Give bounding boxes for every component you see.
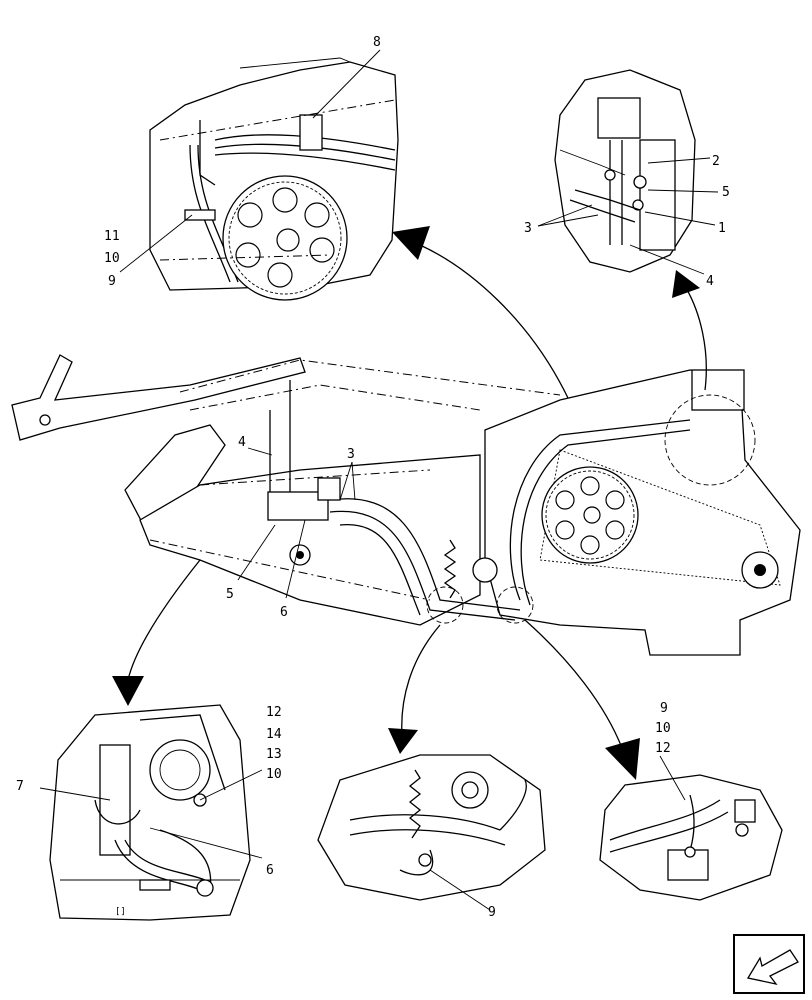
- callout-12-bottom-right: 12: [655, 741, 671, 756]
- callout-2-top-right: 2: [712, 154, 720, 169]
- callout-4-top-right: 4: [706, 274, 714, 289]
- callout-7-bottom-left: 7: [16, 779, 24, 794]
- callout-10-bottom-left: 10: [266, 767, 282, 782]
- callout-14-bottom-left: 14: [266, 727, 282, 742]
- callout-10-bottom-right: 10: [655, 721, 671, 736]
- callout-4-main: 4: [238, 435, 246, 450]
- detail-view-top-right: [537, 69, 719, 275]
- callout-8-top-left: 8: [373, 35, 381, 50]
- callout-9-top-left: 9: [108, 274, 116, 289]
- detail-view-bottom-center: [317, 754, 546, 911]
- callout-3-top-right: 3: [524, 221, 532, 236]
- callout-5-top-right: 5: [722, 185, 730, 200]
- callout-1-top-right: 1: [718, 221, 726, 236]
- detail-arrows: [112, 226, 707, 780]
- callout-13-bottom-left: 13: [266, 747, 282, 762]
- callout-9-bottom-right: 9: [660, 701, 668, 716]
- detail-view-bottom-right: [599, 755, 783, 901]
- detail-view-top-left: [119, 49, 399, 301]
- callout-9-bottom-center: 9: [488, 905, 496, 920]
- callout-3-main: 3: [347, 447, 355, 462]
- callout-6-bottom-left: 6: [266, 863, 274, 878]
- callout-12-bottom-left: 12: [266, 705, 282, 720]
- callout-5-main: 5: [226, 587, 234, 602]
- callout-10-top-left: 10: [104, 251, 120, 266]
- callout-11-top-left: 11: [104, 229, 120, 244]
- callout-6-main: 6: [280, 605, 288, 620]
- detail-view-bottom-left: [39, 704, 263, 921]
- exit-arrow-icon[interactable]: [733, 934, 805, 994]
- part-mark-bottom-left: []: [115, 907, 126, 917]
- main-assembly-view: [11, 354, 801, 656]
